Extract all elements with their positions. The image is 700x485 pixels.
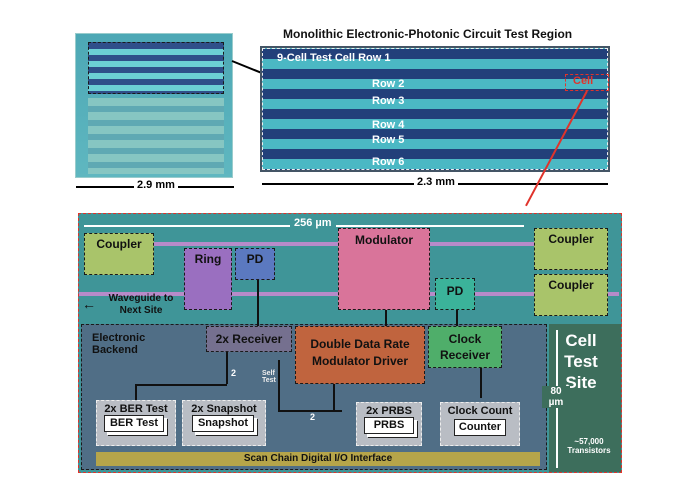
ring: Ring [184,248,232,310]
coupler-left: Coupler [84,233,154,275]
photodetector-1: PD [235,248,275,280]
prbs-inner: PRBS [364,417,414,434]
modulator: Modulator [338,228,430,310]
receiver-bus-branch [135,384,227,386]
coupler-right-bottom: Coupler [534,274,608,316]
scan-chain-label: Scan Chain Digital I/O Interface [243,453,393,464]
receiver-bus-line [226,352,228,384]
row-label-2: Row 2 [372,78,405,90]
coupler-right-top: Coupler [534,228,608,270]
waveguide-label: Waveguide to Next Site [108,293,174,316]
receiver-label: 2x Receiver [215,332,283,346]
zoom-arrow [231,60,263,74]
counter-inner: Counter [454,419,506,436]
prbs-bus-line [278,410,342,412]
cell-highlight [565,74,609,91]
clock-count-block: Clock Count [440,402,520,446]
self-test-label: Self Test [262,370,276,384]
coupler-right-top-label: Coupler [548,232,594,246]
receiver: 2x Receiver [206,326,292,352]
clock-outer-label: Clock Count [447,405,513,417]
cell-label: Cell [573,75,594,87]
scan-chain-interface: Scan Chain Digital I/O Interface [96,452,540,466]
test-region-outline [88,42,224,94]
row-label-4: Row 4 [372,119,405,131]
ring-label: Ring [194,252,222,266]
snapshot-inner: Snapshot [192,415,254,432]
clock-receiver: Clock Receiver [428,326,502,368]
row-label-3: Row 3 [372,95,405,107]
driver-label: Double Data Rate Modulator Driver [310,337,410,368]
pd2-to-clock-line [456,310,458,326]
clock-to-counter-line [480,368,482,398]
cell-height-label: 80 µm [542,386,570,408]
modulator-driver: Double Data Rate Modulator Driver [295,326,425,384]
pd-1-label: PD [246,252,264,266]
cell-width-label: 256 µm [290,217,336,229]
row-label-5: Row 5 [372,134,405,146]
photodetector-2: PD [435,278,475,310]
coupler-left-label: Coupler [96,237,142,251]
bus-to-ber-line [135,384,137,400]
row-label-1: 9-Cell Test Cell Row 1 [277,52,391,64]
ber-outer-label: 2x BER Test [104,403,168,415]
prbs-bus-width: 2 [310,412,316,422]
coupler-right-bottom-label: Coupler [548,278,594,292]
pd-2-label: PD [446,284,464,298]
pd-to-receiver-line [257,280,259,326]
modulator-label: Modulator [355,233,413,247]
ber-test-inner: BER Test [104,415,164,432]
prbs-outer-label: 2x PRBS [366,405,412,417]
figure-title: Monolithic Electronic-Photonic Circuit T… [283,27,573,41]
chip-circuitry [88,98,224,174]
chip-width-label: 2.9 mm [134,179,178,191]
test-region-image [260,46,610,172]
transistor-count: ~57,000 Transistors [567,437,611,455]
snapshot-outer-label: 2x Snapshot [191,403,257,415]
cell-test-site-label: Cell Test Site [564,331,598,392]
receiver-bus-width: 2 [231,368,237,378]
driver-to-modulator-line [385,310,387,326]
region-width-label: 2.3 mm [414,176,458,188]
chip-micrograph [75,33,233,178]
row-label-6: Row 6 [372,156,405,168]
prbs-to-driver-line [333,384,335,410]
waveguide-arrow: ← [82,296,96,312]
backend-label: Electronic Backend [92,332,146,356]
clock-receiver-label: Clock Receiver [439,332,491,362]
self-test-line [278,360,280,410]
